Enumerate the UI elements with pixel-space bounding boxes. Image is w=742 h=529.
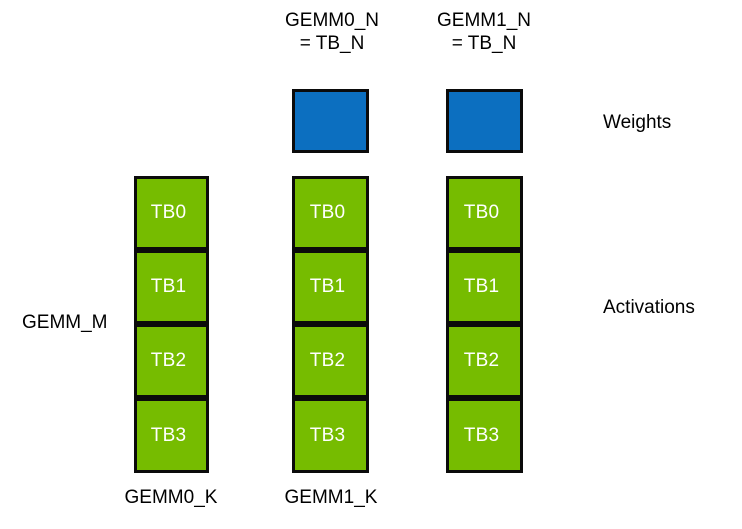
- activation-cell-label: TB0: [309, 202, 346, 223]
- activations-label: Activations: [603, 297, 695, 318]
- activation-cell-tb3[interactable]: TB3: [446, 398, 523, 473]
- weights-label: Weights: [603, 112, 672, 133]
- activation-cell-label: TB2: [150, 350, 187, 371]
- activation-cell-label: TB3: [463, 424, 500, 446]
- activation-cell-tb3[interactable]: TB3: [292, 398, 369, 473]
- activation-cell-label: TB1: [309, 276, 346, 297]
- activation-cell-tb3[interactable]: TB3: [134, 398, 209, 473]
- gemm0-activation-column: TB0 TB1 TB2 TB3: [292, 176, 369, 473]
- activation-cell-label: TB0: [150, 202, 187, 223]
- activation-cell-label: TB3: [150, 424, 187, 446]
- activation-cell-tb1[interactable]: TB1: [292, 250, 369, 324]
- activation-cell-tb0[interactable]: TB0: [446, 176, 523, 250]
- activation-cell-label: TB2: [463, 350, 500, 371]
- activation-cell-tb2[interactable]: TB2: [446, 324, 523, 398]
- activation-cell-label: TB1: [463, 276, 500, 297]
- activation-cell-label: TB1: [150, 276, 187, 297]
- activation-cell-label: TB0: [463, 202, 500, 223]
- gemm0-k-label: GEMM0_K: [124, 487, 218, 508]
- gemm1-weight-block[interactable]: [446, 89, 523, 153]
- gemm0-weight-block[interactable]: [292, 89, 369, 153]
- gemm0-n-label: GEMM0_N = TB_N: [285, 10, 379, 54]
- activation-cell-label: TB2: [309, 350, 346, 371]
- gemm1-k-label: GEMM1_K: [284, 487, 378, 508]
- activation-cell-tb0[interactable]: TB0: [134, 176, 209, 250]
- activation-cell-tb1[interactable]: TB1: [134, 250, 209, 324]
- activation-cell-tb1[interactable]: TB1: [446, 250, 523, 324]
- gemm-m-label: GEMM_M: [22, 312, 108, 333]
- activation-cell-tb0[interactable]: TB0: [292, 176, 369, 250]
- gemm1-n-label: GEMM1_N = TB_N: [437, 10, 531, 54]
- activation-cell-tb2[interactable]: TB2: [292, 324, 369, 398]
- gemm1-activation-column: TB0 TB1 TB2 TB3: [446, 176, 523, 473]
- activation-cell-tb2[interactable]: TB2: [134, 324, 209, 398]
- activation-cell-label: TB3: [309, 424, 346, 446]
- left-activation-column: TB0 TB1 TB2 TB3: [134, 176, 209, 473]
